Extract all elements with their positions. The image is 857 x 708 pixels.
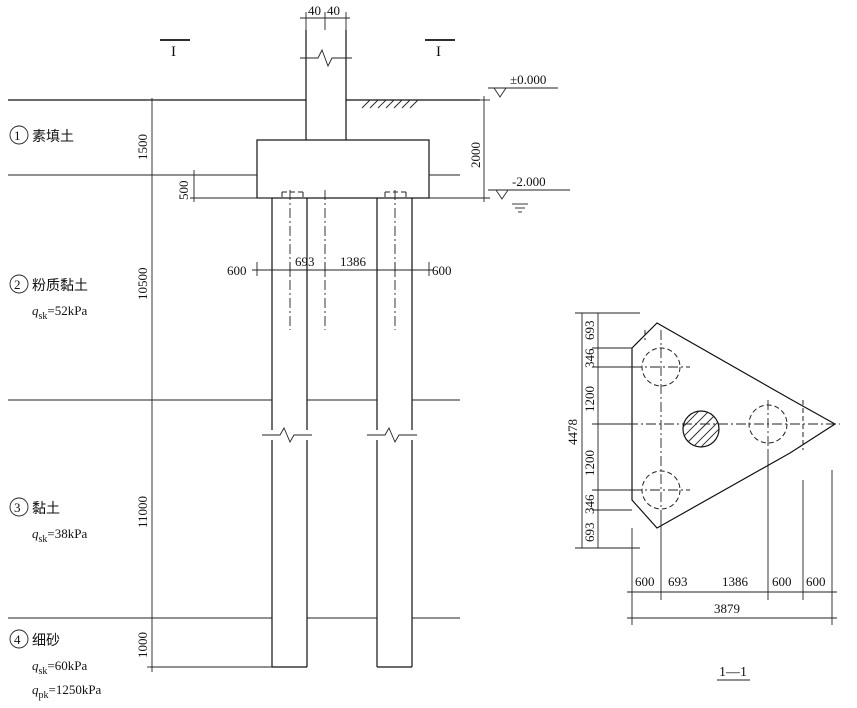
svg-text:346: 346 bbox=[582, 494, 597, 514]
svg-text:4478: 4478 bbox=[565, 419, 580, 445]
svg-text:Ι: Ι bbox=[436, 44, 441, 60]
layer-thickness-dims: 1500 10500 11000 1000 bbox=[135, 98, 157, 672]
layer-boundaries bbox=[8, 174, 460, 668]
svg-text:2000: 2000 bbox=[468, 142, 483, 168]
svg-text:1200: 1200 bbox=[582, 450, 597, 476]
svg-text:11000: 11000 bbox=[135, 496, 150, 528]
svg-text:693: 693 bbox=[668, 574, 688, 589]
plan-pile-top bbox=[641, 347, 681, 387]
svg-text:600: 600 bbox=[635, 574, 655, 589]
plan-bottom-dims: 600 693 1386 600 600 3879 bbox=[627, 450, 837, 625]
svg-text:1386: 1386 bbox=[722, 574, 749, 589]
svg-text:600: 600 bbox=[806, 574, 826, 589]
elevation-ground-marker: ±0.000 bbox=[488, 72, 558, 98]
pile-cap bbox=[256, 139, 430, 199]
svg-text:3: 3 bbox=[14, 500, 21, 515]
svg-text:693: 693 bbox=[295, 254, 315, 269]
pile-centerlines bbox=[289, 190, 396, 330]
svg-text:qsk=60kPa: qsk=60kPa bbox=[32, 658, 87, 677]
svg-text:693: 693 bbox=[582, 523, 597, 543]
svg-text:1500: 1500 bbox=[135, 134, 150, 160]
elevation-cap-marker: -2.000 bbox=[488, 174, 570, 213]
svg-text:600: 600 bbox=[227, 263, 247, 278]
svg-text:Ι: Ι bbox=[171, 44, 176, 60]
cap-depth-dim: 2000 bbox=[429, 96, 490, 202]
svg-text:qsk=52kPa: qsk=52kPa bbox=[32, 303, 87, 322]
svg-text:10500: 10500 bbox=[135, 268, 150, 301]
layer-label-3: 3 黏土 qsk=38kPa bbox=[9, 497, 87, 545]
column-width-dims: 40 40 bbox=[300, 3, 350, 30]
svg-text:693: 693 bbox=[582, 321, 597, 341]
svg-text:600: 600 bbox=[432, 263, 452, 278]
layer-label-2: 2 粉质黏土 qsk=52kPa bbox=[9, 274, 88, 322]
svg-text:粉质黏土: 粉质黏土 bbox=[32, 278, 88, 294]
svg-text:1200: 1200 bbox=[582, 386, 597, 412]
plan-left-dims: 693 346 1200 1200 346 693 4478 bbox=[565, 312, 640, 549]
layer-label-4: 4 细砂 qsk=60kPa qpk=1250kPa bbox=[9, 629, 102, 701]
svg-text:1: 1 bbox=[14, 128, 21, 143]
pile-right bbox=[367, 198, 417, 668]
plan-view bbox=[610, 322, 840, 529]
svg-text:1—1: 1—1 bbox=[719, 665, 747, 680]
ground-line bbox=[8, 99, 480, 109]
svg-text:600: 600 bbox=[772, 574, 792, 589]
svg-text:±0.000: ±0.000 bbox=[510, 72, 546, 87]
plan-pile-bottom bbox=[641, 470, 681, 510]
svg-text:细砂: 细砂 bbox=[32, 633, 60, 649]
svg-text:-2.000: -2.000 bbox=[512, 174, 546, 189]
cap-embed-dim: 500 bbox=[176, 170, 272, 202]
column bbox=[300, 30, 352, 140]
svg-text:40: 40 bbox=[308, 3, 321, 18]
section-mark-right: Ι bbox=[425, 39, 455, 60]
svg-text:40: 40 bbox=[327, 3, 340, 18]
plan-pile-right bbox=[748, 404, 788, 444]
elevation-horizontal-dims: 600 693 1386 600 bbox=[227, 254, 452, 278]
svg-text:3879: 3879 bbox=[714, 601, 740, 616]
plan-section-label: 1—1 bbox=[717, 665, 750, 681]
layer-label-1: 1 素填土 bbox=[9, 125, 74, 145]
svg-text:qsk=38kPa: qsk=38kPa bbox=[32, 526, 87, 545]
svg-text:2: 2 bbox=[14, 277, 21, 292]
svg-text:qpk=1250kPa: qpk=1250kPa bbox=[32, 682, 102, 701]
svg-text:500: 500 bbox=[176, 181, 191, 201]
svg-text:黏土: 黏土 bbox=[32, 501, 60, 517]
section-mark-left: Ι bbox=[160, 39, 190, 60]
svg-text:1386: 1386 bbox=[340, 254, 367, 269]
svg-text:素填土: 素填土 bbox=[32, 129, 74, 145]
svg-text:346: 346 bbox=[582, 348, 597, 368]
pile-left bbox=[262, 198, 312, 668]
svg-text:1000: 1000 bbox=[135, 632, 150, 658]
soil-hatch bbox=[361, 99, 419, 109]
svg-text:4: 4 bbox=[14, 632, 21, 647]
